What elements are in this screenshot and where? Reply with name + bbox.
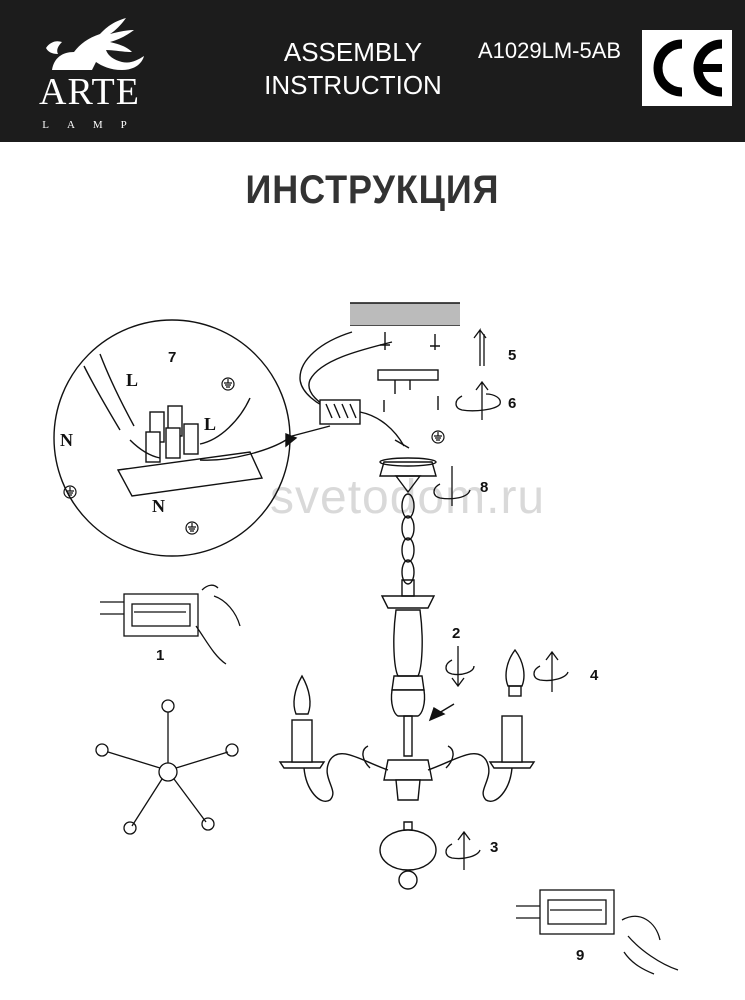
page-title: ИНСТРУКЦИЯ (245, 168, 500, 212)
ce-mark-icon (642, 30, 732, 106)
step-3-label: 3 (490, 839, 498, 856)
title-line-2: INSTRUCTION (264, 70, 442, 100)
wire-label-l: L (204, 414, 216, 434)
step-1-label: 1 (156, 647, 164, 664)
griffin-logo (46, 18, 144, 70)
wiring-detail-icon (53, 319, 331, 557)
terminal-block-icon (319, 399, 361, 425)
step-9-label: 9 (576, 947, 584, 964)
brand-name: ARTE (39, 71, 140, 113)
hand-icon (516, 889, 679, 975)
watermark-text: svetodom.ru (270, 471, 546, 524)
brand-subtitle: LAMP (42, 119, 145, 131)
mounting-bracket-icon (377, 369, 439, 394)
rotate-arrow-icon (433, 380, 569, 870)
up-arrow-icon (473, 328, 487, 366)
step-7-label: 7 (168, 349, 176, 366)
step-8-label: 8 (480, 479, 488, 496)
wire-label-n: N (60, 430, 73, 450)
title-line-1: ASSEMBLY (283, 37, 423, 67)
candle-bulb-icon (505, 648, 525, 697)
step-6-label: 6 (508, 395, 516, 412)
step-4-label: 4 (590, 667, 599, 684)
wire-label-l: L (126, 370, 138, 390)
ceiling-icon (350, 302, 460, 326)
header-bar: ARTE LAMP ASSEMBLY INSTRUCTION A1029LM-5… (0, 0, 745, 142)
arm-layout-icon (95, 699, 239, 835)
document-title: ASSEMBLY INSTRUCTION (238, 36, 468, 102)
hand-icon (100, 584, 241, 665)
step-2-label: 2 (452, 625, 460, 642)
model-number: A1029LM-5AB (478, 38, 622, 63)
step-5-label: 5 (508, 347, 516, 364)
wire-label-n: N (152, 496, 165, 516)
